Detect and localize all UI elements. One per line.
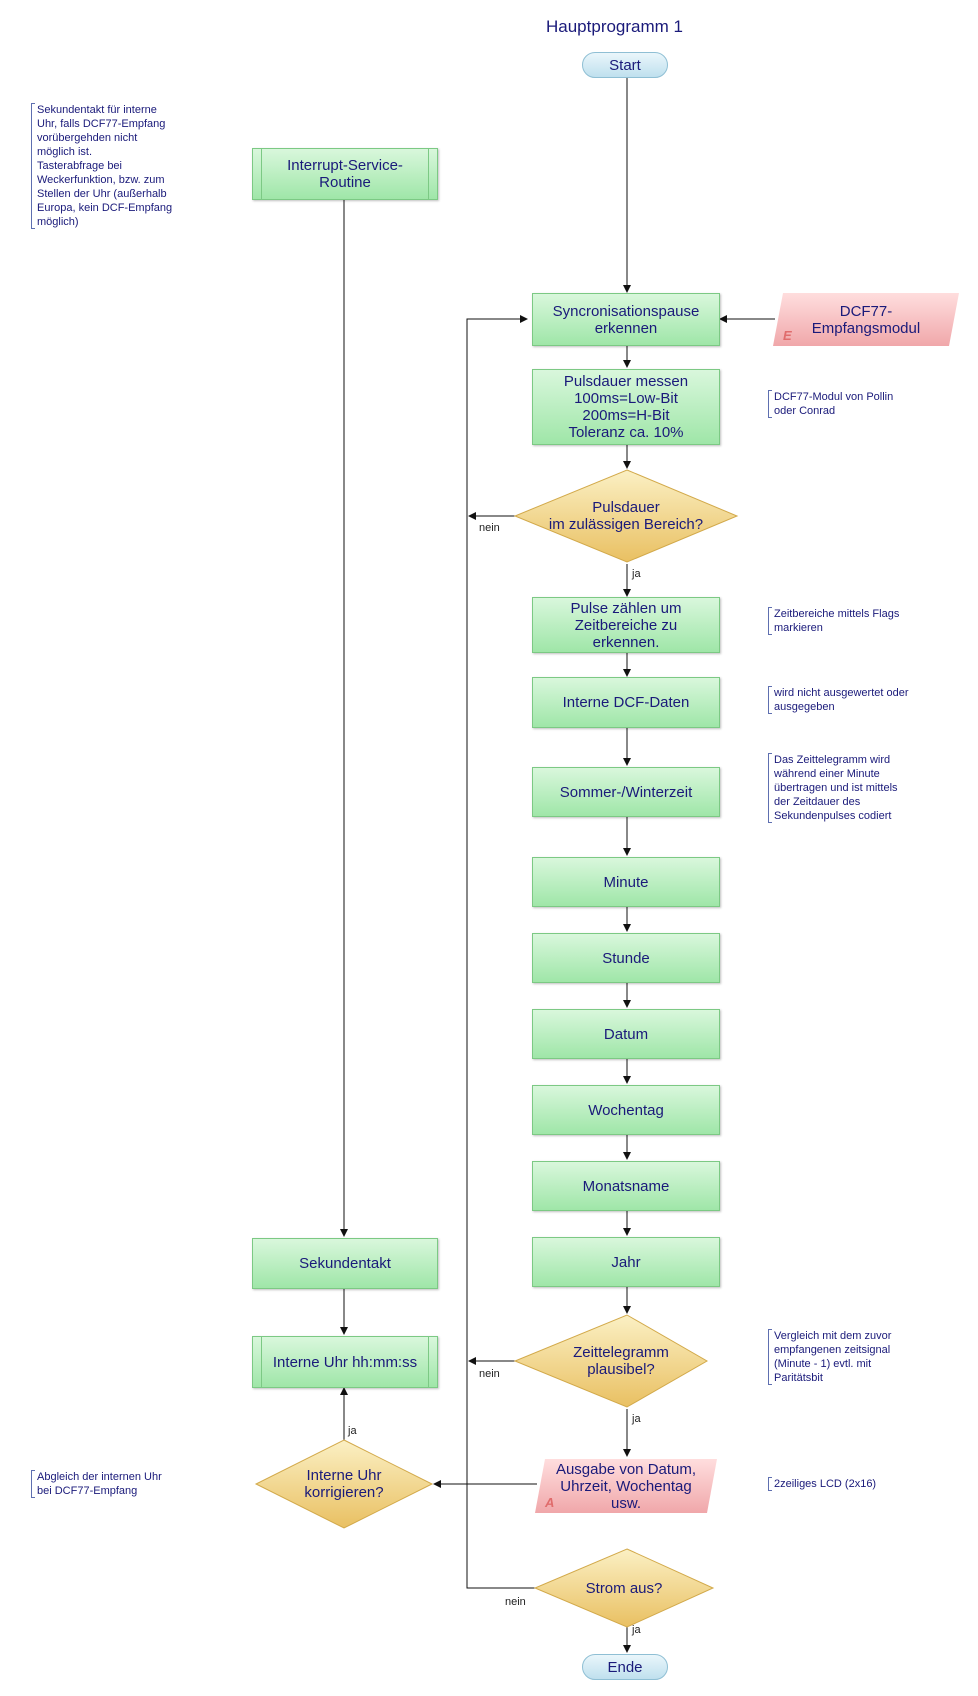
process-stunde: Stunde: [532, 933, 720, 983]
note-zeitbereiche: Zeitbereiche mittels Flags markieren: [768, 607, 958, 635]
process-jahr: Jahr: [532, 1237, 720, 1287]
note-lcd: 2zeiliges LCD (2x16): [768, 1477, 958, 1491]
process-datum: Datum: [532, 1009, 720, 1059]
page-title: Hauptprogramm 1: [546, 17, 684, 36]
process-minute: Minute: [532, 857, 720, 907]
process-isr: Interrupt-Service- Routine: [252, 148, 438, 200]
io-output-marker: A: [545, 1495, 555, 1510]
label-nein-zeittelegramm: nein: [479, 1368, 500, 1380]
end-terminal: Ende: [582, 1654, 668, 1680]
io-dcf77-label: DCF77- Empfangsmodul: [811, 302, 921, 337]
process-sekundentakt: Sekundentakt: [252, 1238, 438, 1289]
io-input-marker: E: [783, 328, 792, 343]
decision-korrigieren-shape: [254, 1439, 434, 1529]
process-sync: Syncronisationspause erkennen: [532, 293, 720, 346]
io-dcf77-empfangsmodul: DCF77- Empfangsmodul E: [773, 293, 959, 346]
io-ausgabe-label: Ausgabe von Datum, Uhrzeit, Wochentag us…: [555, 1460, 697, 1512]
label-nein-strom: nein: [505, 1596, 526, 1608]
label-ja-korrigieren: ja: [348, 1425, 357, 1437]
io-ausgabe-shape: [535, 1459, 717, 1513]
note-vergleich: Vergleich mit dem zuvor empfangenen zeit…: [768, 1329, 958, 1385]
io-dcf77-shape: [773, 293, 959, 346]
note-zeittelegramm: Das Zeittelegramm wird während einer Min…: [768, 753, 958, 823]
process-sommer-winterzeit: Sommer-/Winterzeit: [532, 767, 720, 817]
decision-zeittelegramm: Zeittelegramm plausibel?: [573, 1344, 669, 1378]
note-abgleich: Abgleich der internen Uhr bei DCF77-Empf…: [31, 1470, 221, 1498]
decision-pulsdauer: Pulsdauer im zulässigen Bereich?: [548, 499, 704, 533]
note-dcf-modul: DCF77-Modul von Pollin oder Conrad: [768, 390, 958, 418]
label-ja-zeittelegramm: ja: [632, 1413, 641, 1425]
process-monatsname: Monatsname: [532, 1161, 720, 1211]
note-sekundentakt: Sekundentakt für interne Uhr, falls DCF7…: [31, 103, 221, 229]
process-wochentag: Wochentag: [532, 1085, 720, 1135]
decision-korrigieren: Interne Uhr korrigieren?: [304, 1467, 384, 1501]
process-pulsdauer: Pulsdauer messen 100ms=Low-Bit 200ms=H-B…: [532, 369, 720, 445]
label-nein-pulsdauer: nein: [479, 522, 500, 534]
decision-pulsdauer-shape: [513, 469, 739, 563]
decision-strom-shape: [533, 1548, 715, 1628]
start-terminal: Start: [582, 52, 668, 78]
label-ja-strom: ja: [632, 1624, 641, 1636]
process-intern-dcf: Interne DCF-Daten: [532, 677, 720, 728]
io-ausgabe: Ausgabe von Datum, Uhrzeit, Wochentag us…: [535, 1459, 717, 1513]
label-ja-pulsdauer: ja: [632, 568, 641, 580]
decision-strom: Strom aus?: [585, 1579, 663, 1597]
note-nicht-ausgewertet: wird nicht ausgewertet oder ausgegeben: [768, 686, 958, 714]
process-interne-uhr: Interne Uhr hh:mm:ss: [252, 1336, 438, 1388]
decision-zeittelegramm-shape: [513, 1314, 709, 1408]
process-pulse-count: Pulse zählen um Zeitbereiche zu erkennen…: [532, 597, 720, 653]
